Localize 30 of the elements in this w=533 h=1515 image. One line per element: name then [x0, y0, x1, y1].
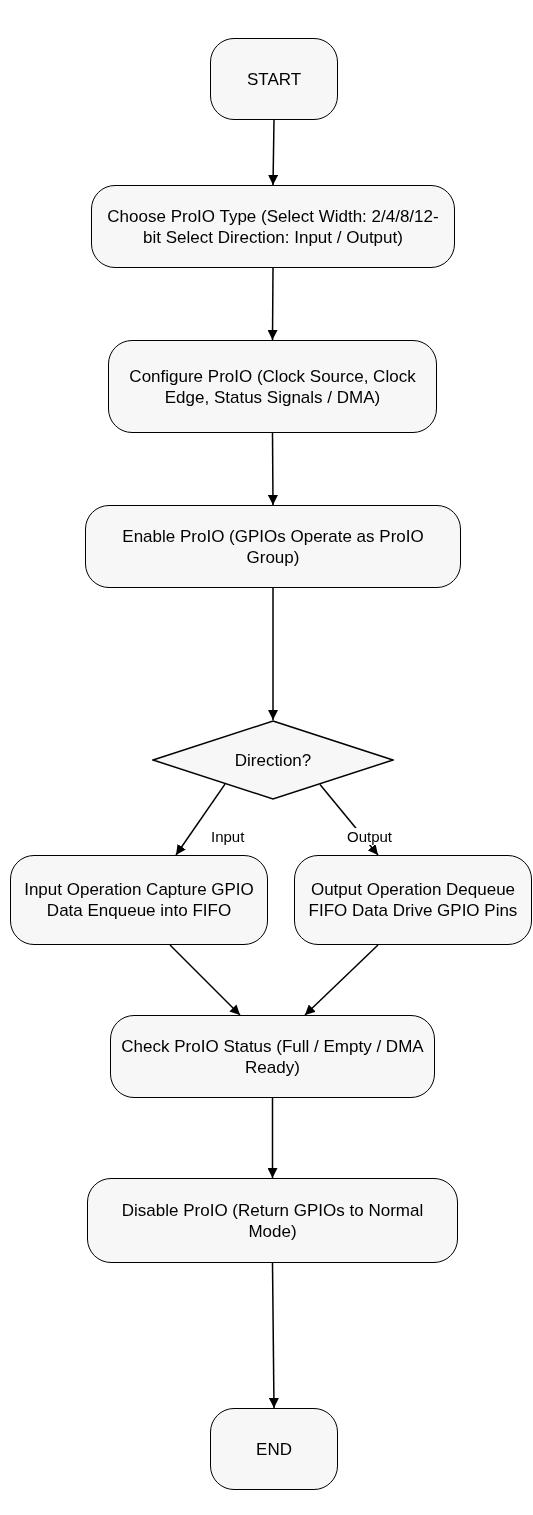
node-label: Direction?: [234, 749, 312, 771]
arrow: [304, 944, 379, 1016]
process-box: [210, 1408, 338, 1490]
node-label: END: [256, 1438, 292, 1460]
arrow: [268, 119, 279, 186]
process-box: [108, 340, 437, 433]
process-box: [10, 855, 268, 945]
node-label: START: [246, 68, 302, 90]
decision-diamond: [152, 720, 394, 800]
arrow: [175, 783, 226, 856]
process-box: [110, 1015, 435, 1098]
arrow: [169, 944, 241, 1016]
arrow: [268, 587, 278, 721]
node-label: Disable ProIO (Return GPIOs to Normal Mode): [120, 1199, 425, 1242]
arrow: [267, 267, 278, 341]
process-box: [91, 185, 455, 268]
process-box: [210, 38, 338, 120]
arrow: [267, 1097, 278, 1179]
node-label: Input Operation Capture GPIO Data Enqueue into FIFO: [23, 879, 255, 921]
process-box: [294, 855, 532, 945]
arrow: [267, 432, 278, 506]
arrow: [268, 1262, 279, 1409]
process-box: [87, 1178, 458, 1263]
node-label: Check ProIO Status (Full / Empty / DMA Ready): [120, 1035, 425, 1078]
node-label: Choose ProIO Type (Select Width: 2/4/8/12-bit Select Direction: Input / Output): [106, 205, 440, 248]
edge-label: Output: [346, 828, 394, 845]
node-label: Enable ProIO (GPIOs Operate as ProIO Group): [121, 525, 425, 568]
node-label: Configure ProIO (Clock Source, Clock Edge, Status Signals / DMA): [128, 365, 417, 408]
node-label: Output Operation Dequeue FIFO Data Drive GPIO Pins: [307, 879, 519, 921]
process-box: [85, 505, 461, 588]
